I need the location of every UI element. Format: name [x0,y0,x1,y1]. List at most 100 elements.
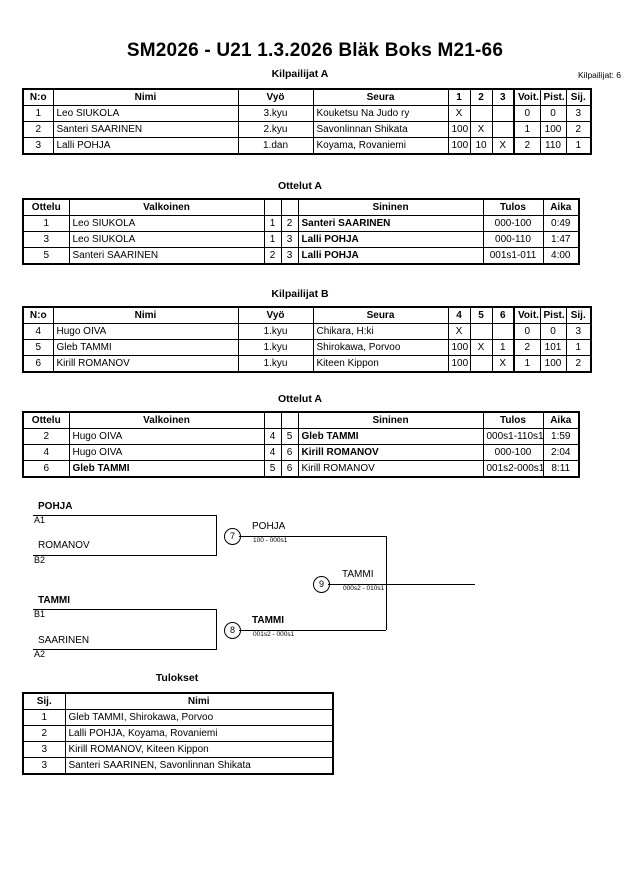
pool-b-caption: Kilpailijat B [271,288,329,300]
bracket-entry-name-2: TAMMI [38,595,71,606]
cell-rank: 2 [22,725,66,742]
cell-name: Hugo OIVA [52,323,239,340]
cell-white: Hugo OIVA [68,444,265,461]
cell-no: 4 [22,323,54,340]
col-white-no [263,198,282,216]
cell-points: 100 [539,121,567,138]
cell-white: Leo SIUKOLA [68,231,265,248]
cell-result: 000-110 [482,231,544,248]
cell-wins: 1 [513,121,541,138]
cell-name: Santeri SAARINEN [52,121,239,138]
col-blue: Sininen [297,411,484,429]
cell-name: Kirill ROMANOV [52,355,239,373]
col-opponent-1: 1 [447,88,471,106]
cell-match-no: 6 [22,460,70,478]
cell-white: Santeri SAARINEN [68,247,265,265]
cell-result: 000s1-110s1 [482,428,544,445]
cell-white-no: 1 [263,215,282,232]
cell-no: 6 [22,355,54,373]
cell-rank: 2 [565,355,592,373]
cell-points: 0 [539,323,567,340]
cell-blue-no: 6 [280,444,299,461]
cell-belt: 1.dan [237,137,314,155]
cell-belt: 2.kyu [237,121,314,138]
cell-result: 001s1-011 [482,247,544,265]
cell-name: Gleb TAMMI, Shirokawa, Porvoo [64,709,334,726]
cell-rank: 3 [22,757,66,775]
cell-match-no: 2 [22,428,70,445]
cell-result: 001s2-000s1 [482,460,544,478]
bracket-final-winner: TAMMI [342,569,374,580]
col-wins: Voit. [513,88,541,106]
col-wins: Voit. [513,306,541,324]
cell-wins: 0 [513,105,541,122]
col-opponent-2: 2 [469,88,493,106]
cell-blue: Lalli POHJA [297,231,484,248]
cell-club: Kiteen Kippon [312,355,449,373]
bracket-match-node-9: 9 [313,576,330,593]
col-belt: Vyö [237,88,314,106]
bracket-line [239,630,386,631]
col-points: Pist. [539,88,567,106]
bracket-line [239,536,386,537]
cell-white-no: 2 [263,247,282,265]
cell-club: Chikara, H:ki [312,323,449,340]
cell-score-2: 10 [469,137,493,155]
cell-time: 4:00 [542,247,580,265]
cell-score-2: X [469,339,493,356]
cell-rank: 1 [565,339,592,356]
cell-time: 2:04 [542,444,580,461]
bracket-line [216,609,217,650]
elimination-bracket: POHJA A1 ROMANOV B2 7 POHJA 100 - 000s1 … [20,495,490,670]
cell-blue-no: 3 [280,247,299,265]
cell-rank: 3 [22,741,66,758]
results-caption: Tulokset [155,672,199,684]
page-title: SM2026 - U21 1.3.2026 Bläk Boks M21-66 [126,40,504,61]
bracket-semifinal-top-winner: POHJA [252,521,286,532]
cell-rank: 2 [565,121,592,138]
bracket-entry-name-0: POHJA [38,501,73,512]
cell-no: 5 [22,339,54,356]
cell-wins: 2 [513,339,541,356]
col-rank: Sij. [565,88,592,106]
cell-rank: 3 [565,105,592,122]
cell-time: 8:11 [542,460,580,478]
bracket-semifinal-bottom-winner: TAMMI [252,615,285,626]
cell-score-1: 100 [447,121,471,138]
cell-blue: Kirill ROMANOV [297,444,484,461]
cell-white-no: 1 [263,231,282,248]
cell-club: Savonlinnan Shikata [312,121,449,138]
cell-white-no: 4 [263,444,282,461]
col-white: Valkoinen [68,198,265,216]
cell-belt: 1.kyu [237,323,314,340]
bracket-match-node-8: 8 [224,622,241,639]
bracket-entry-seed-0: A1 [34,515,46,525]
competitor-count-label: Kilpailijat: 6 [578,70,621,80]
matches-a-caption: Ottelut A [278,180,322,192]
cell-white: Gleb TAMMI [68,460,265,478]
cell-match-no: 4 [22,444,70,461]
bracket-line [33,555,216,556]
col-belt: Vyö [237,306,314,324]
cell-club: Kouketsu Na Judo ry [312,105,449,122]
cell-score-1: X [447,105,471,122]
